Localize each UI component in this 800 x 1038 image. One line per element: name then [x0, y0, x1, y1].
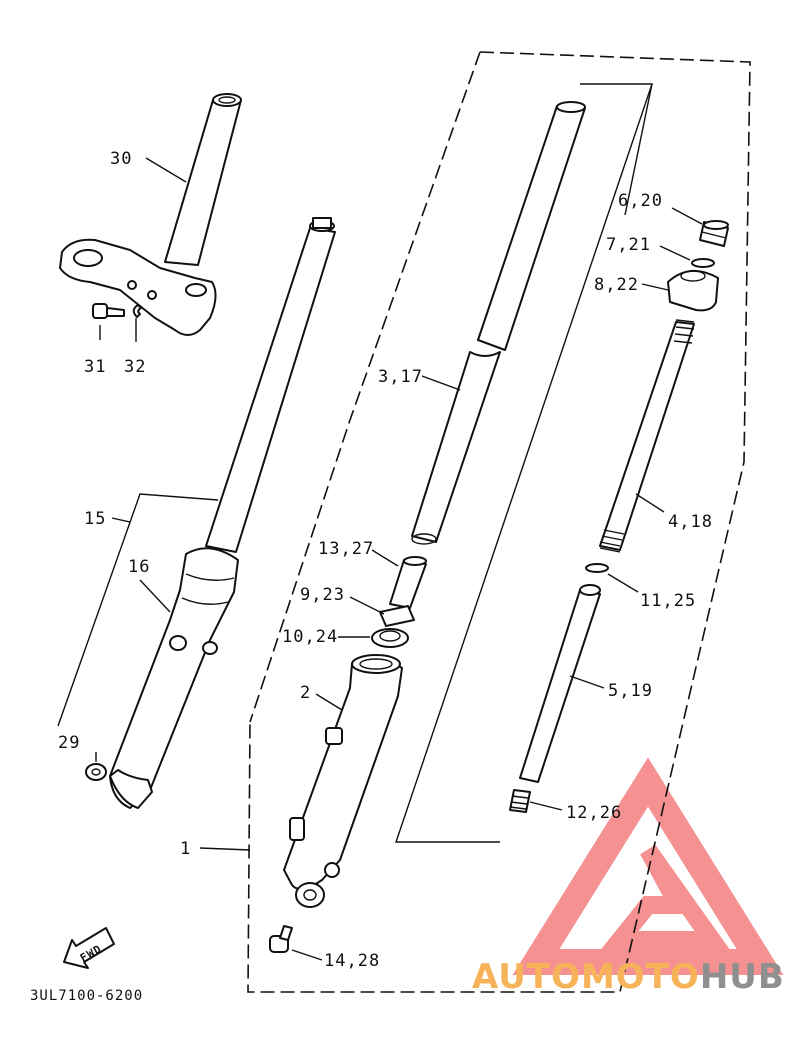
oil-seal-part-10	[371, 628, 409, 648]
label-31: 31	[84, 357, 106, 377]
label-29: 29	[58, 733, 80, 753]
spring-part-4	[599, 319, 695, 553]
label-5-19: 5,19	[608, 681, 653, 701]
label-12-26: 12,26	[566, 803, 622, 823]
label-15: 15	[84, 509, 106, 529]
inner-group-outline-2	[624, 83, 653, 216]
cap-bolt-part-6	[699, 220, 729, 247]
label-8-22: 8,22	[594, 275, 639, 295]
label-7-21: 7,21	[606, 235, 651, 255]
label-10-24: 10,24	[282, 627, 338, 647]
label-1: 1	[180, 839, 191, 859]
clip-part-32	[132, 304, 142, 318]
leader-lines	[57, 157, 703, 961]
label-16: 16	[128, 557, 150, 577]
o-ring-part-7	[691, 258, 715, 268]
assembled-fork-inner-tube	[205, 217, 336, 553]
label-2: 2	[300, 683, 311, 703]
washer-part-29	[85, 763, 107, 781]
watermark-text-orange: AUTOMOTO	[472, 957, 700, 997]
label-32: 32	[124, 357, 146, 377]
inner-group-outline	[395, 83, 653, 843]
label-30: 30	[110, 149, 132, 169]
label-14-28: 14,28	[324, 951, 380, 971]
assembled-fork-outer-tube	[109, 547, 239, 809]
oil-lock-part-13	[389, 556, 427, 609]
spring-part-12	[509, 789, 531, 813]
label-6-20: 6,20	[618, 191, 663, 211]
drawing-code: 3UL7100-6200	[30, 988, 143, 1004]
cap-part-8	[667, 270, 719, 312]
outer-tube-part-2	[283, 654, 403, 908]
bolt-part-31	[92, 303, 125, 319]
label-11-25: 11,25	[640, 591, 696, 611]
label-4-18: 4,18	[668, 512, 713, 532]
clip-part-9	[379, 605, 415, 627]
ring-part-11	[585, 563, 609, 573]
under-bracket	[59, 238, 217, 336]
fwd-arrow: FWD	[63, 927, 115, 969]
steering-stem	[164, 93, 242, 266]
label-13-27: 13,27	[318, 539, 374, 559]
inner-tube-part-3	[411, 101, 586, 545]
damper-rod-part-5	[519, 584, 601, 783]
watermark-logo	[512, 757, 784, 975]
label-9-23: 9,23	[300, 585, 345, 605]
bolt-part-14	[269, 925, 293, 953]
assembly-dashed-left-edge	[249, 51, 481, 723]
label-3-17: 3,17	[378, 367, 423, 387]
watermark-text-gray: HUB	[700, 957, 785, 997]
assembly-dashed-outline	[247, 51, 751, 993]
watermark-text: AUTOMOTOHUB	[472, 957, 785, 997]
part-labels: 30 31 32 15 16 29 1 2 3,17 13,27 9,23 10…	[58, 149, 713, 971]
